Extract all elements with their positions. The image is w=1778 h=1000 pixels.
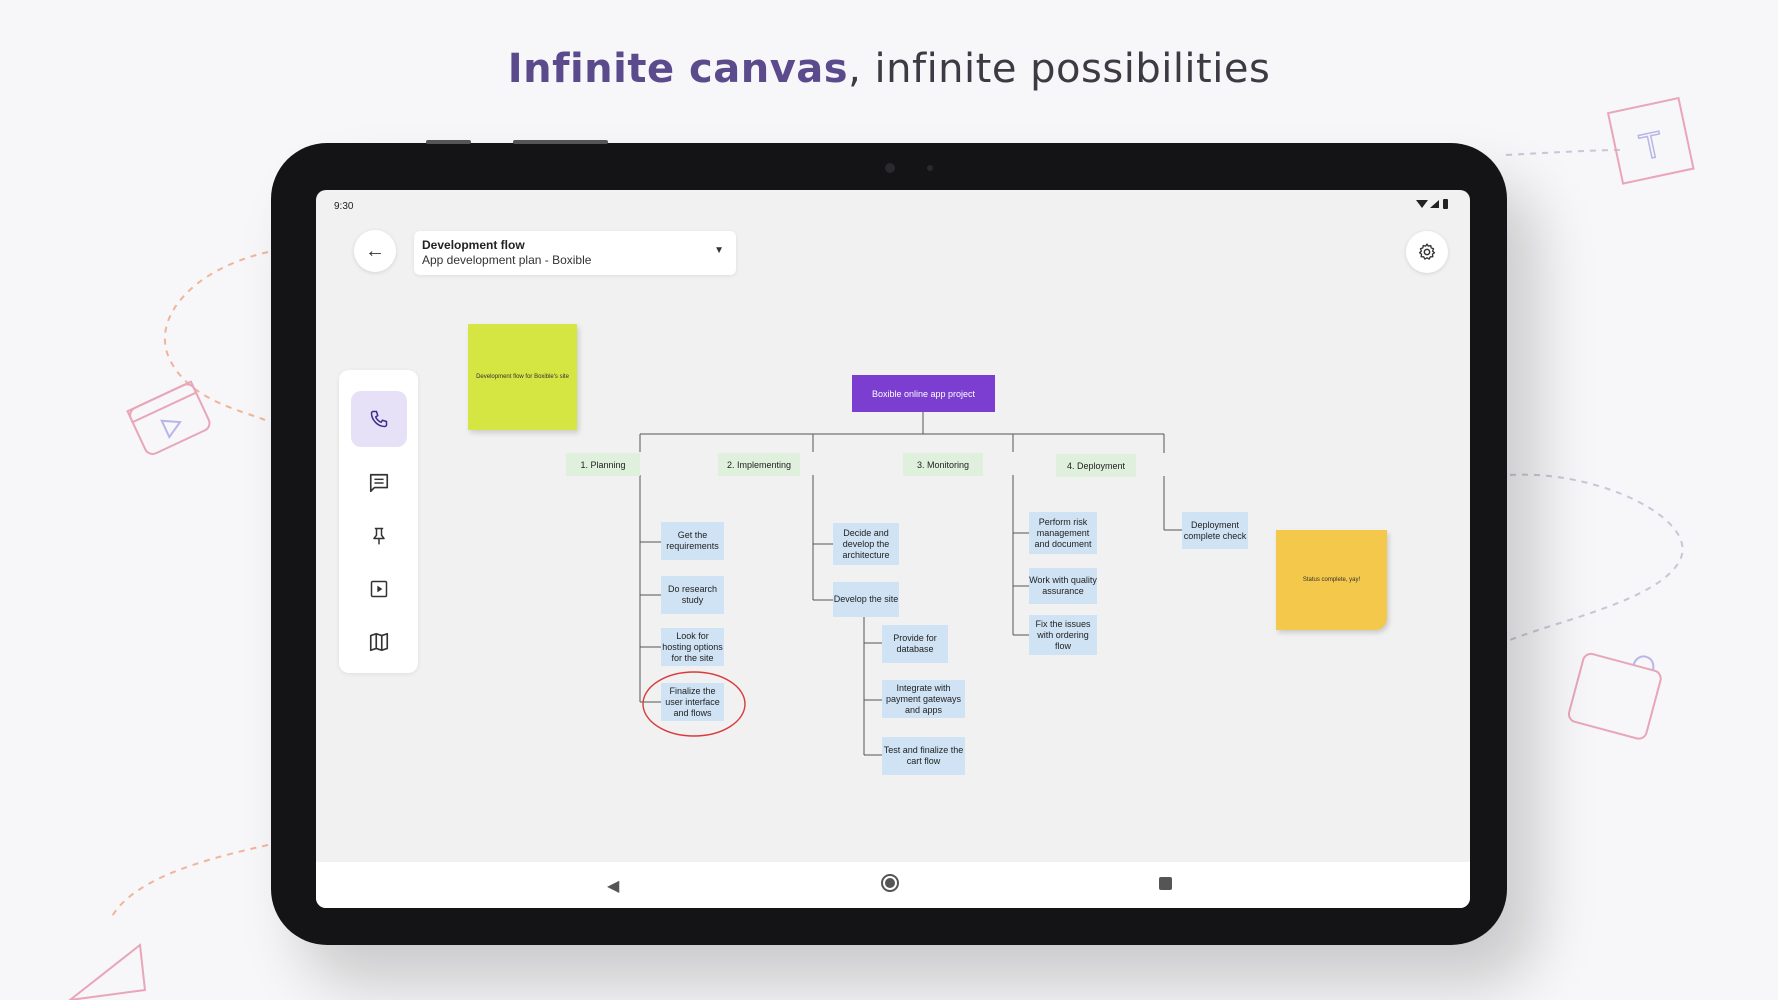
clapper-doodle-icon <box>126 380 211 455</box>
front-camera <box>885 163 895 173</box>
nav-home-icon[interactable] <box>881 874 899 892</box>
svg-text:T: T <box>1636 125 1666 169</box>
task-node[interactable]: Do research study <box>661 576 724 614</box>
system-nav-bar: ◀ <box>316 862 1470 908</box>
sticky-note-green[interactable]: Development flow for Boxible's site <box>468 324 577 430</box>
phase-node[interactable]: 4. Deployment <box>1056 454 1136 477</box>
pencil-doodle-icon <box>68 943 147 1000</box>
pin-icon <box>373 527 385 545</box>
camera-sensor <box>927 165 933 171</box>
headline-accent: Infinite canvas <box>507 46 849 92</box>
task-node[interactable]: Work with quality assurance <box>1029 568 1097 604</box>
status-time: 9:30 <box>334 201 354 212</box>
map-tool-button[interactable] <box>351 620 407 664</box>
chevron-down-icon[interactable]: ▼ <box>714 245 724 256</box>
root-node[interactable]: Boxible online app project <box>852 375 995 412</box>
status-wifi-signal-battery-icon <box>1416 199 1448 209</box>
tablet-device: 9:30 ← Development flow App development … <box>271 140 1507 945</box>
phone-icon <box>370 410 388 428</box>
comment-tool-button[interactable] <box>351 461 407 505</box>
flow-connectors <box>639 412 1182 756</box>
board-title-card[interactable]: Development flow App development plan - … <box>414 231 736 275</box>
board-title: Development flow <box>422 238 525 252</box>
nav-recents-icon[interactable] <box>1159 877 1172 890</box>
task-node[interactable]: Provide for database <box>882 625 948 663</box>
highlight-circle <box>642 671 746 737</box>
sticky-doodle-icon <box>1567 652 1662 740</box>
status-icons <box>1416 199 1450 212</box>
headline: Infinite canvas, infinite possibilities <box>0 46 1778 92</box>
pin-tool-button[interactable] <box>351 514 407 558</box>
task-node[interactable]: Decide and develop the architecture <box>833 523 899 565</box>
arrow-left-icon: ← <box>365 239 385 262</box>
text-tool-doodle-icon: T <box>1606 96 1695 185</box>
task-node[interactable]: Get the requirements <box>661 522 724 560</box>
task-node[interactable]: Develop the site <box>833 582 899 617</box>
task-node[interactable]: Finalize the user interface and flows <box>661 683 724 721</box>
left-toolbar <box>339 370 418 673</box>
app-screen: 9:30 ← Development flow App development … <box>316 190 1470 908</box>
task-node[interactable]: Test and finalize the cart flow <box>882 737 965 775</box>
phase-node[interactable]: 1. Planning <box>566 453 640 476</box>
settings-button[interactable] <box>1406 231 1448 273</box>
play-icon <box>370 580 388 598</box>
tablet-power-button <box>513 140 608 144</box>
back-button[interactable]: ← <box>354 230 396 272</box>
task-node[interactable]: Look for hosting options for the site <box>661 628 724 666</box>
nav-back-icon[interactable]: ◀ <box>607 878 620 895</box>
map-icon <box>369 632 389 652</box>
task-node[interactable]: Perform risk management and document <box>1029 512 1097 554</box>
gear-icon <box>1418 243 1436 260</box>
media-tool-button[interactable] <box>351 567 407 611</box>
headline-rest: , infinite possibilities <box>848 46 1271 92</box>
task-node[interactable]: Deployment complete check <box>1182 512 1248 549</box>
call-tool-button[interactable] <box>351 391 407 447</box>
phase-node[interactable]: 2. Implementing <box>718 453 800 476</box>
task-node[interactable]: Fix the issues with ordering flow <box>1029 615 1097 655</box>
phase-node[interactable]: 3. Monitoring <box>903 453 983 476</box>
sticky-note-yellow[interactable]: Status complete, yay! <box>1276 530 1387 630</box>
task-node[interactable]: Integrate with payment gateways and apps <box>882 680 965 718</box>
board-subtitle: App development plan - Boxible <box>422 253 592 267</box>
comment-icon <box>369 473 389 493</box>
tablet-volume-button <box>426 140 471 144</box>
